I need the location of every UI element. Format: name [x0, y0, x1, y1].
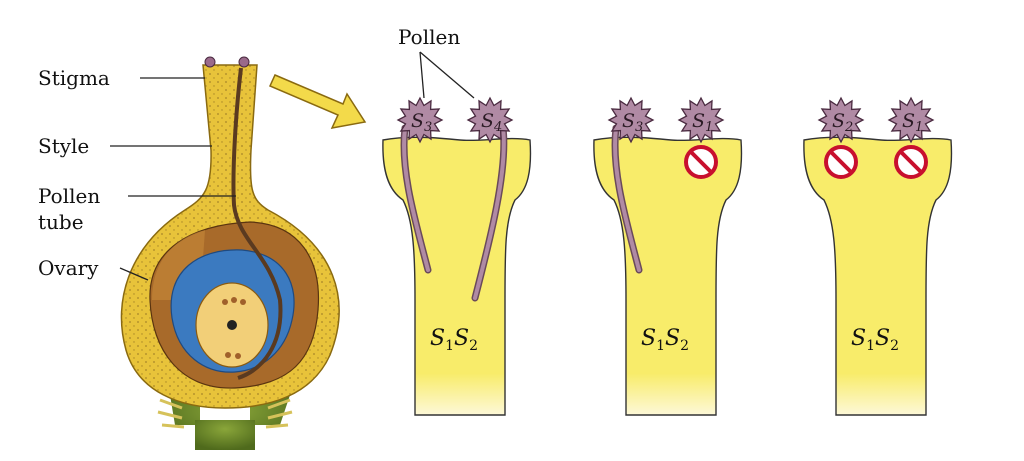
style-genotype-label: S1S2: [851, 326, 899, 354]
pollen-grain-left: [817, 96, 865, 144]
style-tissue: [593, 136, 743, 416]
label-style: Style: [38, 134, 89, 158]
label-stigma: Stigma: [38, 66, 110, 90]
label-leaders: [110, 77, 236, 281]
style-genotype-label: S1S2: [641, 326, 689, 354]
style-tissue: [803, 136, 953, 416]
style-genotype-label: S1S2: [430, 326, 478, 354]
pollen-grain-right-label: S1: [902, 110, 923, 135]
pollen-grain-right: [677, 96, 725, 144]
pollen-grain-right: [466, 96, 514, 144]
pistil: [120, 56, 340, 450]
pollen-grain-left: [396, 96, 444, 144]
pollen-grain-right: [887, 96, 935, 144]
blocked-tube-icon: [894, 145, 928, 179]
stigma-pollen-grain: [238, 56, 250, 68]
pollen-grain-left: [607, 96, 655, 144]
blocked-tube-icon: [824, 145, 858, 179]
label-ovary: Ovary: [38, 256, 99, 280]
pollen-leaders: [419, 51, 475, 99]
pistil-pollen-tube: [231, 67, 283, 380]
label-pollen: Pollen: [398, 25, 460, 49]
pollen-grain-right-label: S4: [481, 110, 502, 135]
pollen-grain-left-label: S2: [832, 110, 853, 135]
stigma-pollen-grain: [204, 56, 216, 68]
pollen-grain-left-label: S3: [622, 110, 643, 135]
pollen-grain-left-label: S3: [411, 110, 432, 135]
pollen-grain-right-label: S1: [692, 110, 713, 135]
zoom-arrow: [268, 74, 367, 129]
blocked-tube-icon: [684, 145, 718, 179]
receptacle: [157, 395, 293, 450]
label-pollen-tube-1: Pollen: [38, 184, 100, 208]
label-pollen-tube-2: tube: [38, 210, 84, 234]
